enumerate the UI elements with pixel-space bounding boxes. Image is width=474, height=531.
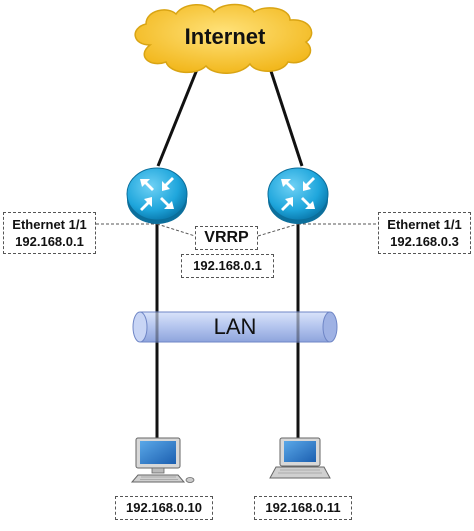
lan-segment bbox=[132, 311, 338, 343]
router-2-ip: 192.168.0.3 bbox=[390, 234, 459, 249]
lan-label: LAN bbox=[213, 314, 257, 339]
host-2-ip-callout: 192.168.0.11 bbox=[254, 496, 352, 520]
links bbox=[155, 61, 304, 466]
host-2-ip: 192.168.0.11 bbox=[265, 500, 341, 515]
vrrp-label: VRRP bbox=[204, 229, 249, 246]
router-1-interface-label: Ethernet 1/1 bbox=[12, 217, 87, 232]
callout-line-vrrp-left bbox=[156, 223, 196, 237]
callout-line-vrrp-right bbox=[257, 223, 299, 237]
router-icon bbox=[267, 167, 329, 224]
vrrp-callout: VRRP bbox=[195, 226, 258, 250]
desktop-computer-icon bbox=[130, 437, 195, 483]
router-2-interface-callout: Ethernet 1/1 192.168.0.3 bbox=[378, 212, 471, 254]
laptop-icon bbox=[269, 437, 331, 479]
callout-lines bbox=[96, 223, 380, 237]
router-1-ip: 192.168.0.1 bbox=[15, 234, 84, 249]
link-internet-router-2 bbox=[266, 61, 304, 167]
router-icon bbox=[126, 167, 188, 224]
host-1-ip-callout: 192.168.0.10 bbox=[115, 496, 213, 520]
router-2-interface-label: Ethernet 1/1 bbox=[387, 217, 462, 232]
host-1-ip: 192.168.0.10 bbox=[126, 500, 202, 515]
vrrp-virtual-ip-callout: 192.168.0.1 bbox=[181, 254, 274, 278]
link-internet-router-1 bbox=[156, 61, 202, 167]
internet-label: Internet bbox=[184, 24, 266, 49]
cloud-icon bbox=[134, 3, 313, 74]
router-1-interface-callout: Ethernet 1/1 192.168.0.1 bbox=[3, 212, 96, 254]
vrrp-virtual-ip: 192.168.0.1 bbox=[193, 258, 262, 273]
